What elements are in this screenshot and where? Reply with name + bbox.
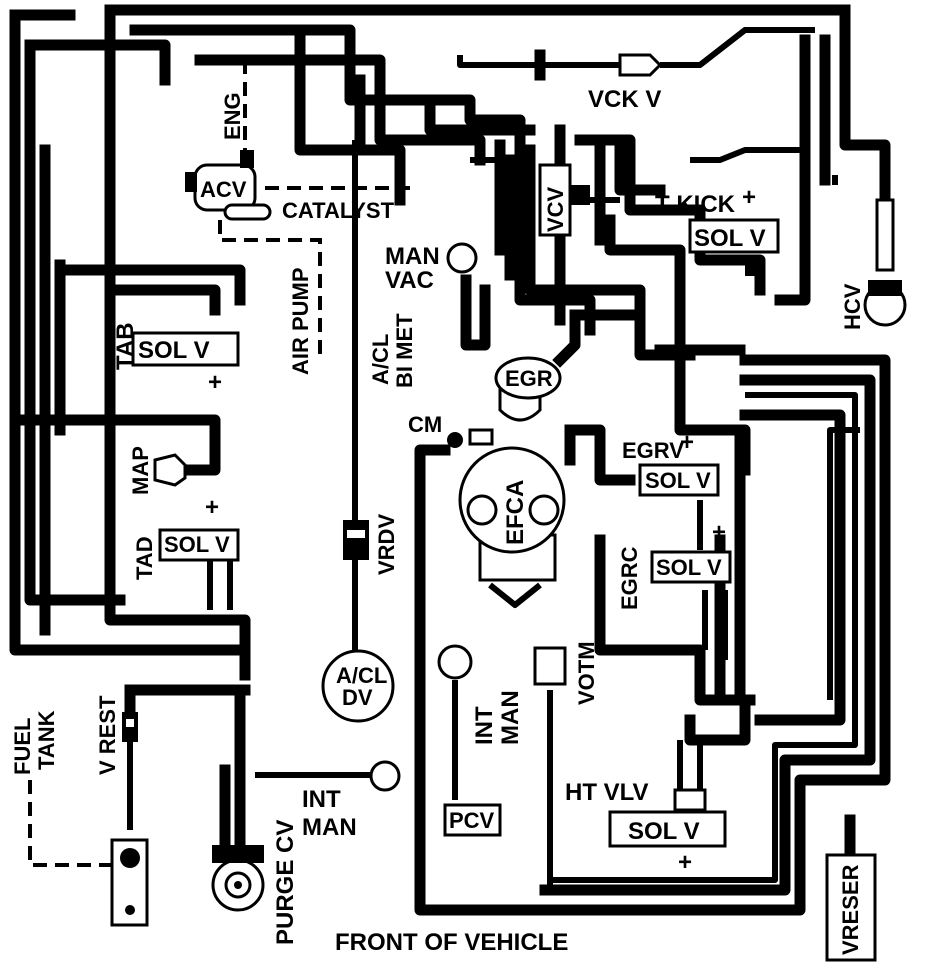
label-vreser: VRESER	[838, 864, 863, 955]
tad-solenoid	[158, 528, 240, 562]
vcv-valve	[538, 163, 590, 237]
label-t-kick: T KICK	[655, 191, 736, 218]
label-egr: EGR	[505, 366, 553, 391]
label-int-vert: INT	[471, 706, 498, 745]
vck-valve	[618, 53, 663, 77]
label-man-purge: MAN	[302, 814, 357, 841]
label-vrdv: VRDV	[374, 514, 399, 575]
label-acl-bimet-1: A/CL	[368, 334, 393, 385]
label-int: INT	[302, 786, 341, 813]
t-kick-solenoid	[688, 218, 780, 276]
plus-egrv: +	[680, 429, 694, 456]
label-map: MAP	[128, 446, 153, 495]
label-pcv: PCV	[449, 808, 495, 833]
plus-tab: +	[208, 369, 222, 396]
v-rest-valve	[122, 712, 138, 742]
cm-fitting	[447, 428, 494, 448]
acv-valve	[185, 150, 272, 221]
plus-egrc: +	[712, 519, 726, 546]
plus-ht-vlv: +	[678, 849, 692, 876]
label-purge-cv: PURGE CV	[272, 820, 299, 945]
label-cm: CM	[408, 412, 442, 437]
int-man-port-center	[437, 644, 473, 680]
power-terminals: + + + + + +	[205, 184, 756, 876]
label-v-rest: V REST	[95, 695, 120, 775]
hcv-valve	[863, 198, 907, 327]
egr-valve	[494, 356, 562, 422]
label-acl-bimet-2: BI MET	[392, 313, 417, 388]
label-vck-v: VCK V	[588, 86, 661, 113]
pcv-valve	[443, 803, 502, 837]
vrdv-valve	[343, 520, 369, 560]
label-efca: EFCA	[502, 480, 529, 545]
acl-dv-valve	[321, 649, 395, 723]
label-vcv: VCV	[543, 186, 568, 232]
label-sol-v-tab: SOL V	[138, 337, 210, 364]
label-front-of-vehicle: FRONT OF VEHICLE	[335, 929, 568, 956]
air-lines-dashed	[28, 60, 410, 867]
label-air-pump: AIR PUMP	[288, 267, 313, 375]
egrc-solenoid	[650, 550, 732, 584]
purge-cv-valve	[211, 845, 265, 912]
label-egrc: EGRC	[617, 546, 642, 610]
label-man-vert: MAN	[497, 690, 524, 745]
ht-vlv-valve	[673, 788, 707, 812]
plus-t-kick: +	[742, 184, 756, 211]
egrv-solenoid	[638, 463, 720, 497]
label-fuel: FUEL	[10, 718, 35, 775]
label-ht-vlv: HT VLV	[565, 779, 649, 806]
label-eng: ENG	[220, 92, 245, 140]
int-man-port-purge	[369, 760, 401, 792]
label-tank: TANK	[34, 710, 59, 770]
label-hcv: HCV	[840, 283, 865, 330]
vreser-reservoir	[825, 853, 877, 962]
tab-solenoid	[131, 331, 240, 367]
label-sol-v-ht-vlv: SOL V	[628, 818, 700, 845]
label-sol-v-t-kick: SOL V	[694, 225, 766, 252]
man-vac-port	[446, 242, 491, 351]
label-egrv: EGRV	[622, 438, 684, 463]
plus-tad: +	[205, 494, 219, 521]
votm-sensor	[533, 646, 567, 686]
label-acl-dv-1: A/CL	[336, 663, 387, 688]
map-sensor	[153, 453, 187, 487]
label-votm: VOTM	[574, 641, 599, 705]
labels: VCK V ENG ACV CATALYST VCV T KICK SOL V …	[10, 86, 865, 956]
label-man: MAN	[385, 243, 440, 270]
label-sol-v-egrc: SOL V	[656, 555, 722, 580]
label-tad: TAD	[132, 536, 157, 580]
ht-vlv-solenoid	[608, 810, 727, 848]
label-acl-dv-2: DV	[342, 685, 373, 710]
label-sol-v-tad: SOL V	[164, 532, 230, 557]
label-catalyst: CATALYST	[282, 198, 395, 223]
label-sol-v-egrv: SOL V	[645, 468, 711, 493]
label-vac: VAC	[385, 267, 434, 294]
label-acv: ACV	[200, 177, 247, 202]
efca-carburetor	[458, 446, 566, 608]
fuel-canister	[110, 838, 149, 927]
label-tab: TAB	[112, 322, 139, 370]
